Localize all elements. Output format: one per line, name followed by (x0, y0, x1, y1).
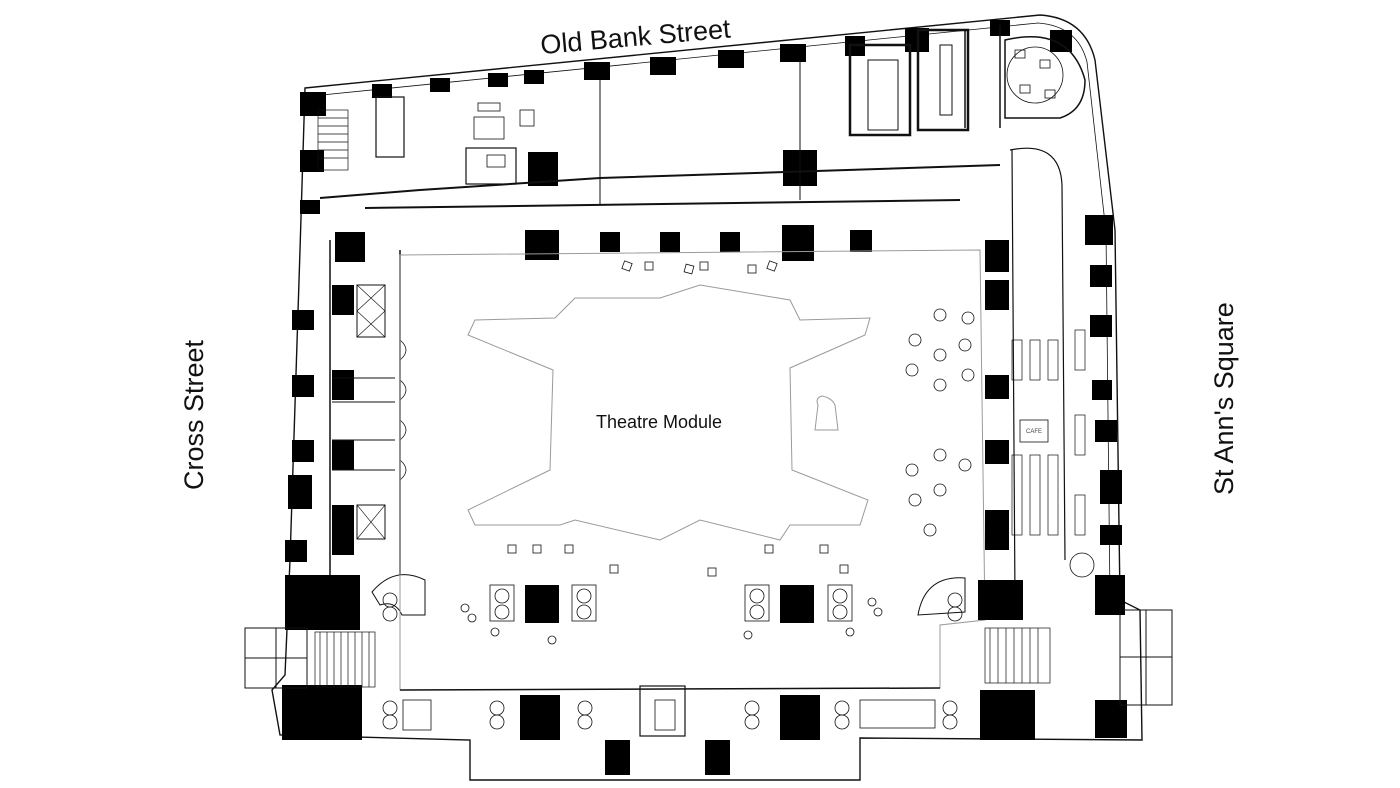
spiral-stair-east (917, 577, 966, 616)
south-range-rooms (399, 685, 941, 737)
staircase-nw (317, 109, 349, 171)
perimeter-piers-north (300, 20, 1072, 116)
room-label-theatre: Theatre Module (596, 412, 722, 432)
south-range-piers (520, 580, 1035, 775)
theatre-module (467, 284, 871, 541)
ne-rotunda (1004, 36, 1086, 119)
spiral-stair-west (371, 574, 426, 616)
courtyard-piers (332, 150, 1009, 555)
courtyard-tables-south (460, 544, 883, 645)
street-label-east: St Ann's Square (1209, 302, 1239, 495)
room-label-cafe: CAFE (1026, 429, 1042, 435)
entrance-canopy-east (1119, 609, 1173, 706)
south-range-fixtures (382, 592, 963, 730)
entrance-canopy-west (244, 627, 308, 689)
street-label-west: Cross Street (179, 339, 209, 490)
east-cafe-range (1009, 147, 1095, 601)
courtyard-tables-north (621, 260, 778, 275)
north-range-rooms (319, 25, 1001, 209)
north-room-furniture (473, 46, 1064, 168)
courtyard (399, 249, 986, 691)
courtyard-tables-east (905, 308, 975, 537)
building-outline (271, 14, 1143, 781)
staircase-east (984, 627, 1051, 684)
street-label-north: Old Bank Street (539, 14, 732, 61)
staircase-west (314, 631, 376, 688)
perimeter-piers-east (1085, 215, 1127, 738)
perimeter-piers-west (282, 150, 362, 740)
